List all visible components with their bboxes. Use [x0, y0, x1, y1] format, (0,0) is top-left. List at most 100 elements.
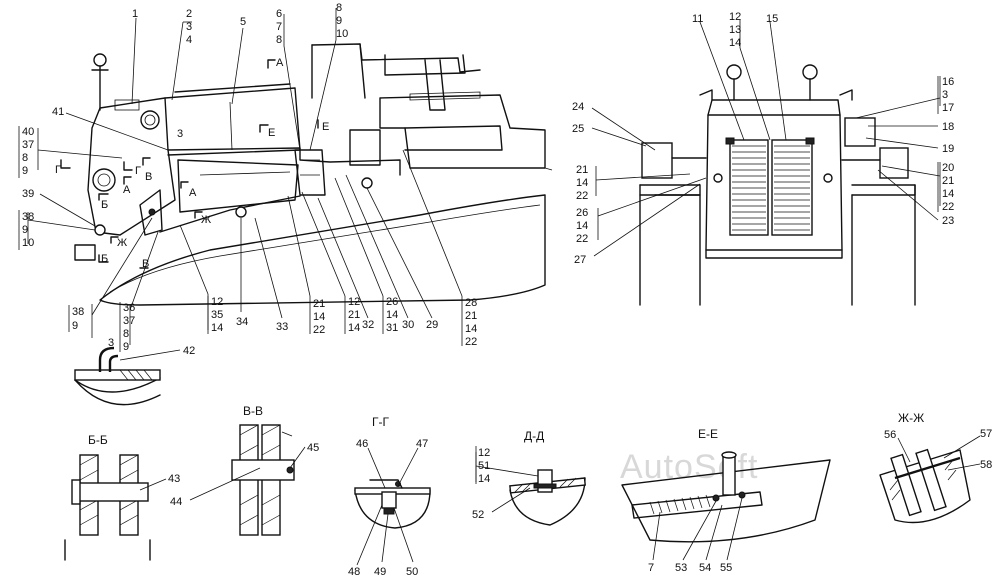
callout-11: 11: [692, 13, 703, 25]
hood-top-edge: [174, 83, 291, 93]
cut-mark-v-top: [142, 157, 151, 166]
section-ee: Е-Е: [621, 427, 831, 543]
frame-rail: [167, 147, 401, 176]
callout-23: 23: [942, 215, 954, 227]
callout-54: 54: [699, 562, 711, 574]
callout-3c: 3: [108, 337, 114, 349]
gg-body: [354, 489, 431, 529]
callout-17: 17: [942, 102, 954, 114]
cut-label-e-left: Е: [268, 127, 275, 139]
seat-block: [349, 129, 381, 166]
grille-latch-left: [725, 137, 735, 145]
callout-32: 32: [362, 319, 374, 331]
callout-21e: 21: [942, 175, 954, 187]
callout-33: 33: [276, 321, 288, 333]
track-sides: [654, 194, 853, 306]
cut-mark-g-right: [123, 161, 133, 171]
cut-mark-g-left: [60, 159, 71, 169]
cut-label-a-left: А: [123, 184, 131, 196]
cut-label-a-top: А: [276, 57, 284, 69]
lower-block: [74, 244, 96, 261]
front-bolt-left: [713, 173, 723, 183]
ee-spring-7: [649, 494, 711, 515]
callout-13: 13: [729, 24, 741, 36]
callout-22e: 22: [576, 233, 588, 245]
callout-22b: 22: [465, 336, 477, 348]
grille-louvers: [732, 145, 810, 231]
callout-49: 49: [374, 566, 386, 578]
callout-56: 56: [884, 429, 896, 441]
callout-12a: 12: [211, 296, 223, 308]
callout-40: 40: [22, 126, 34, 138]
cover-line: [159, 195, 301, 233]
track-outline: [99, 194, 546, 306]
callout-30: 30: [402, 319, 414, 331]
cab-roof: [311, 43, 481, 73]
callout-21d: 21: [576, 164, 588, 176]
callout-22c: 22: [576, 190, 588, 202]
cut-label-zh-right: Ж: [201, 214, 211, 226]
dd-washer: [533, 483, 557, 489]
callout-labels: 1 2 3 4 5 6 7 8 8 9 10 41 40 37 8 9 3 39…: [22, 2, 992, 578]
callout-21c: 21: [465, 310, 477, 322]
cut-label-zh-left: Ж: [117, 237, 127, 249]
callout-10a: 10: [336, 28, 348, 40]
vv-clip: [281, 431, 293, 437]
callout-41: 41: [52, 106, 64, 118]
callout-14f: 14: [729, 37, 741, 49]
gg-nut-49: [383, 507, 395, 515]
section-ee-title: Е-Е: [698, 427, 718, 441]
callout-9b: 9: [22, 165, 28, 177]
bracket-6-7-8: [294, 149, 326, 196]
cab-window: [384, 54, 466, 76]
zhzh-plate-left: [890, 453, 922, 517]
cab-beam: [409, 91, 481, 101]
headlight-lens: [97, 173, 111, 187]
callout-9a: 9: [336, 15, 342, 27]
cut-label-g-right: Г: [135, 165, 141, 177]
callout-29: 29: [426, 319, 438, 331]
vv-pin-44: [231, 459, 295, 481]
callout-58: 58: [980, 459, 992, 471]
ee-bolt-55: [738, 491, 746, 499]
cut-label-b-top: Б: [101, 199, 108, 211]
cut-mark-zh-right: [194, 211, 203, 219]
leader-lines: [27, 8, 981, 566]
callout-19: 19: [942, 143, 954, 155]
detail-42-pipe-inner: [108, 354, 119, 372]
callout-22d: 22: [942, 201, 954, 213]
callout-stack-bars: [18, 76, 939, 484]
callout-8b: 8: [336, 2, 342, 14]
callout-5: 5: [240, 16, 246, 28]
bolt-29: [361, 177, 373, 189]
pivot-38: [94, 224, 106, 236]
callout-36: 36: [123, 302, 135, 314]
callout-1: 1: [132, 8, 138, 20]
callout-2: 2: [186, 8, 192, 20]
callout-52: 52: [472, 509, 484, 521]
cut-mark-b-top: [98, 193, 109, 201]
callout-51: 51: [478, 460, 490, 472]
engine-hood: [164, 87, 301, 156]
callout-42: 42: [183, 345, 195, 357]
cut-mark-a-left: [123, 176, 132, 185]
side-box-arms: [671, 157, 881, 161]
section-vv-title: В-В: [243, 404, 263, 418]
callout-34: 34: [236, 316, 248, 328]
cut-mark-a-mid: [180, 181, 189, 189]
callout-12d: 12: [478, 447, 490, 459]
callout-9d: 9: [72, 320, 78, 332]
callout-12c: 12: [729, 11, 741, 23]
callout-14c: 14: [348, 322, 360, 334]
detail-42-pipe: [98, 346, 115, 372]
side-box-left: [641, 142, 673, 179]
section-dd: Д-Д: [509, 429, 586, 526]
rear-box: [404, 125, 503, 151]
section-zhzh: Ж-Ж: [879, 411, 971, 524]
callout-37b: 37: [123, 315, 135, 327]
callout-9e: 9: [123, 341, 129, 353]
grille-left: [729, 139, 769, 236]
callout-55: 55: [720, 562, 732, 574]
callout-38b: 38: [72, 306, 84, 318]
side-panel: [177, 159, 299, 213]
